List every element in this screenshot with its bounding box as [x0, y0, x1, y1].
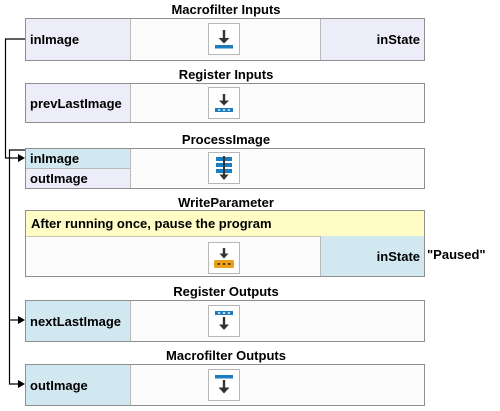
register-outputs-block[interactable]: nextLastImage	[25, 300, 425, 342]
macrofilter-input-arrow-icon	[208, 23, 240, 55]
instate-value-paused[interactable]: "Paused"	[427, 247, 486, 262]
macrofilter-outputs-block[interactable]: outImage	[25, 364, 425, 406]
macrofilter-output-arrow-icon	[208, 369, 240, 401]
register-outputs-title: Register Outputs	[173, 284, 279, 299]
register-inputs-title: Register Inputs	[178, 67, 274, 82]
write-parameter-comment: After running once, pause the program	[26, 211, 424, 237]
wire-inimage	[4, 38, 25, 159]
process-port-outimage[interactable]: outImage	[26, 169, 131, 188]
process-image-icon	[208, 152, 240, 184]
register-port-nextlastimage[interactable]: nextLastImage	[26, 301, 131, 341]
register-port-prevlastimage[interactable]: prevLastImage	[26, 84, 131, 122]
write-parameter-title: WriteParameter	[178, 195, 274, 210]
arrow-head-inimage	[18, 154, 25, 162]
process-port-inimage[interactable]: inImage	[26, 149, 131, 169]
register-output-icon	[208, 305, 240, 337]
input-port-inimage[interactable]: inImage	[26, 19, 131, 60]
write-parameter-port-instate[interactable]: inState	[320, 236, 424, 276]
output-port-outimage[interactable]: outImage	[26, 365, 131, 405]
macrofilter-inputs-title: Macrofilter Inputs	[171, 2, 281, 17]
macrofilter-outputs-title: Macrofilter Outputs	[166, 348, 286, 363]
arrow-head-nextlastimage	[18, 316, 25, 324]
process-image-title: ProcessImage	[181, 132, 271, 147]
register-input-icon	[208, 87, 240, 119]
macrofilter-inputs-block[interactable]: inImage inState	[25, 18, 425, 61]
write-parameter-block[interactable]: After running once, pause the program in…	[25, 210, 425, 277]
register-inputs-block[interactable]: prevLastImage	[25, 83, 425, 123]
process-image-block[interactable]: inImage outImage	[25, 148, 425, 189]
arrow-head-outimage	[18, 380, 25, 388]
input-port-instate[interactable]: inState	[320, 19, 424, 60]
wire-outimage	[8, 149, 25, 385]
write-parameter-icon	[208, 242, 240, 274]
